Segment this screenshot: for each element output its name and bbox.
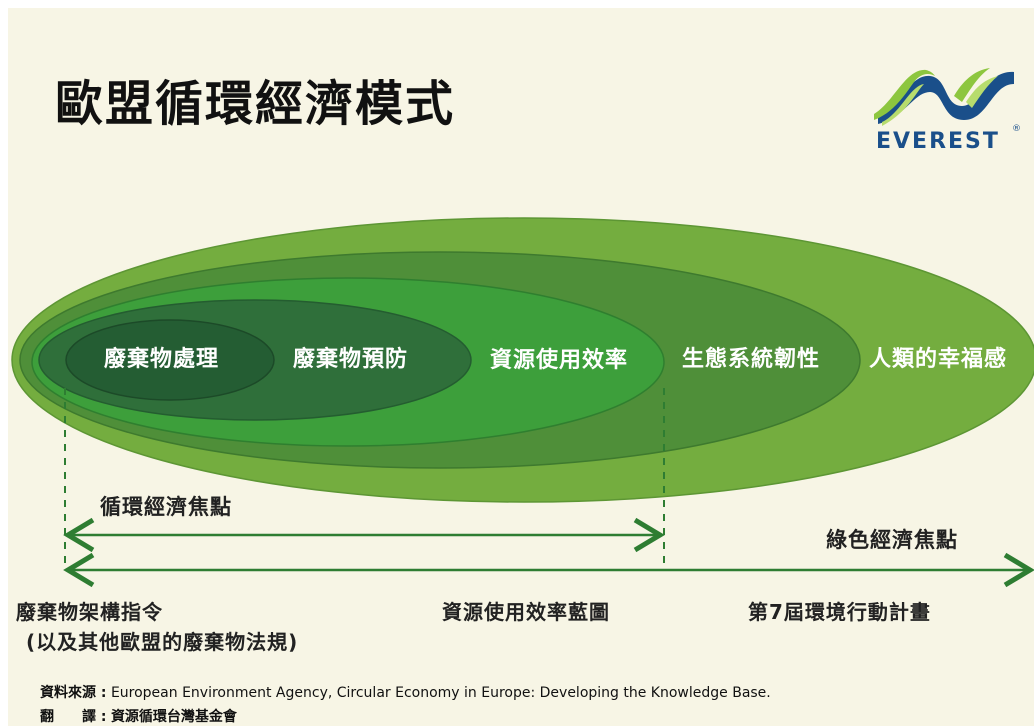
everest-wave-mark-icon	[874, 68, 1014, 126]
label-7th-eap: 第7屆環境行動計畫	[748, 600, 931, 624]
label-circular-economy-focus: 循環經濟焦點	[100, 495, 232, 519]
source-text: European Environment Agency, Circular Ec…	[110, 685, 771, 701]
label-waste-framework-directive: 廢棄物架構指令	[16, 600, 163, 624]
label-waste-disposal: 廢棄物處理	[104, 347, 220, 372]
ring-waste-disposal	[65, 319, 275, 401]
registered-mark: ®	[1012, 124, 1021, 134]
label-waste-prevention: 廢棄物預防	[293, 347, 409, 372]
label-waste-framework-note: (以及其他歐盟的廢棄物法規)	[26, 630, 299, 654]
everest-logo: EVEREST ®	[870, 62, 1022, 158]
label-resource-efficiency-roadmap: 資源使用效率藍圖	[442, 600, 610, 624]
translation-line: 翻 譯 : 資源循環台灣基金會	[40, 706, 237, 726]
translation-text: 資源循環台灣基金會	[110, 709, 237, 725]
label-green-economy-focus: 綠色經濟焦點	[826, 528, 958, 552]
translation-label: 翻 譯 :	[40, 709, 107, 725]
source-label: 資料來源 :	[40, 685, 107, 701]
label-human-wellbeing: 人類的幸福感	[869, 347, 1008, 372]
label-resource-efficiency: 資源使用效率	[490, 348, 629, 373]
page-title: 歐盟循環經濟模式	[55, 76, 456, 132]
source-line: 資料來源 : European Environment Agency, Circ…	[40, 682, 771, 702]
label-ecosystem-resilience: 生態系統韌性	[682, 347, 821, 372]
everest-logo-text: EVEREST	[876, 129, 1000, 154]
